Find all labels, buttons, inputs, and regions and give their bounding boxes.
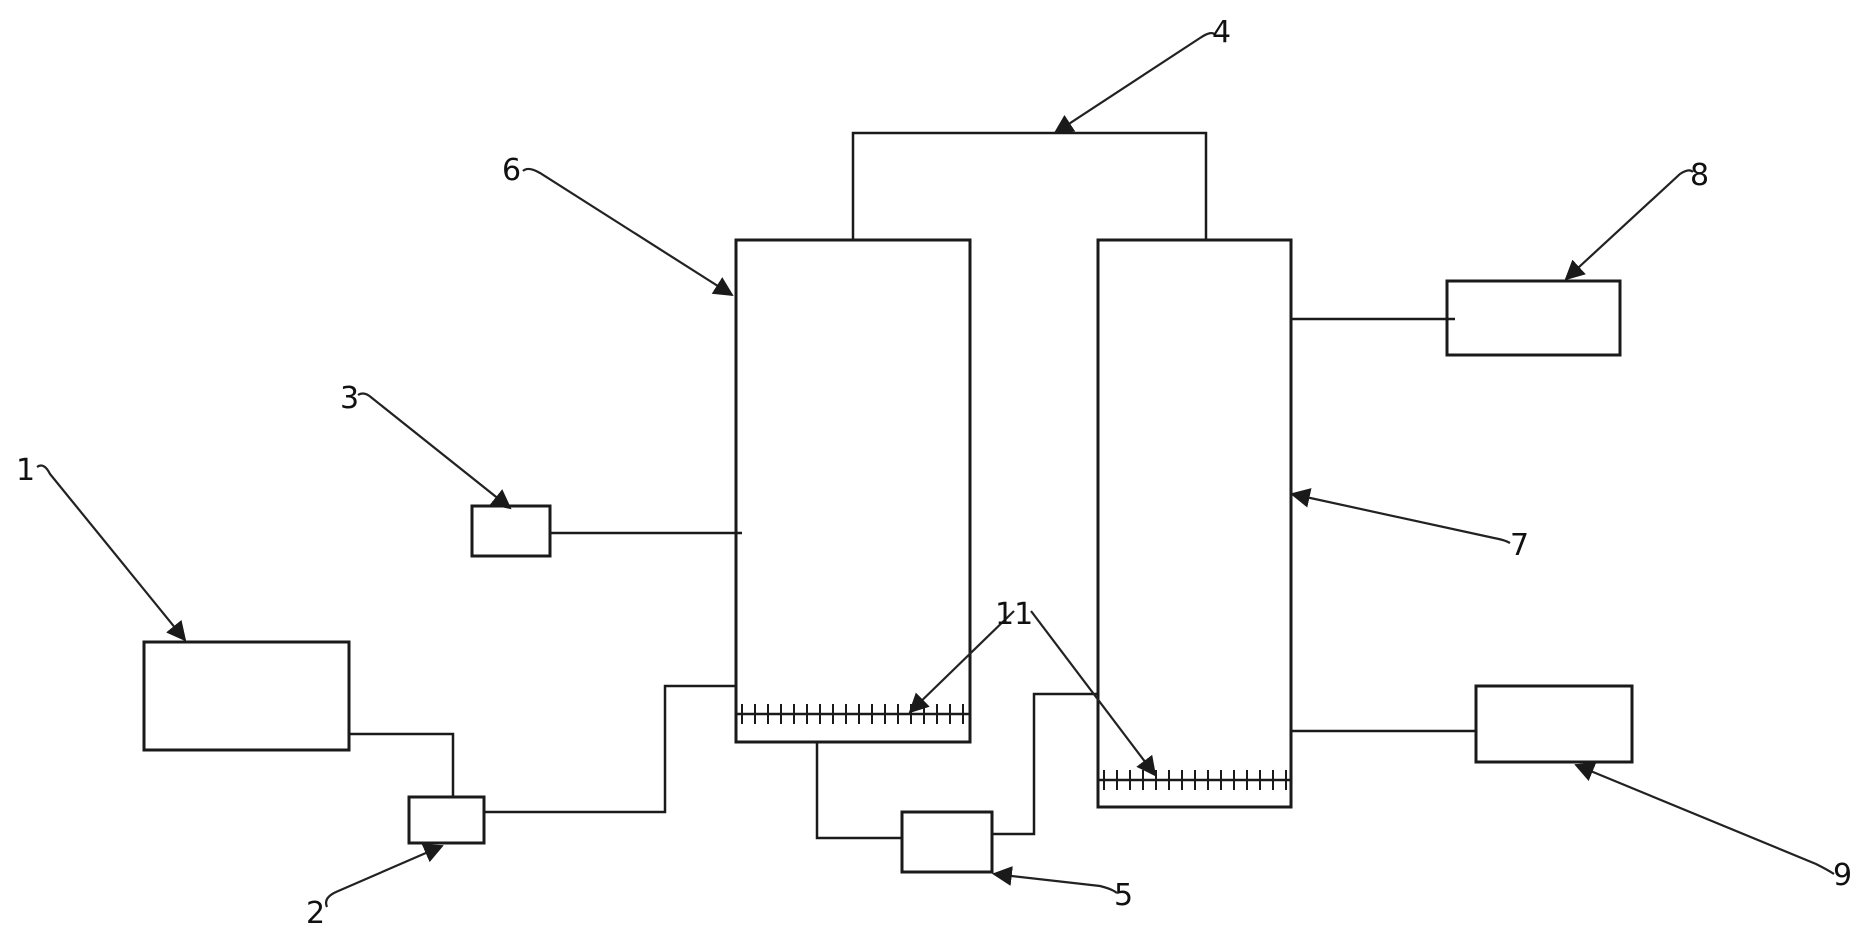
column-6 xyxy=(734,238,972,744)
leader-line-11-right xyxy=(1030,610,1157,777)
leader-line-8 xyxy=(1564,169,1694,281)
label-4: 4 xyxy=(1212,15,1231,50)
label-9: 9 xyxy=(1833,858,1852,893)
leader-line-9 xyxy=(1574,762,1835,875)
leader-line-6 xyxy=(522,167,734,297)
component-3-box xyxy=(470,504,552,558)
pipe-2-to-column-6 xyxy=(484,684,736,814)
component-2-box xyxy=(407,795,486,845)
leader-line-7 xyxy=(1290,488,1511,544)
leader-line-2 xyxy=(324,844,444,908)
leader-line-1 xyxy=(36,464,187,642)
connection-pipe-4 xyxy=(851,131,1208,240)
component-1-box xyxy=(142,640,351,752)
distribution-plate-ticks-6 xyxy=(741,704,964,724)
pipe-column-6-to-5 xyxy=(815,742,902,840)
label-3: 3 xyxy=(340,381,359,416)
pipe-5-to-column-7 xyxy=(992,692,1098,836)
column-7 xyxy=(1096,238,1293,809)
component-8-box xyxy=(1445,279,1622,357)
leader-line-11-left xyxy=(908,610,1015,714)
component-9-box xyxy=(1474,684,1634,764)
label-8: 8 xyxy=(1690,158,1709,193)
distribution-plate-ticks-7 xyxy=(1103,770,1287,790)
label-11: 11 xyxy=(995,597,1033,632)
pipe-1-to-2 xyxy=(349,732,455,797)
label-5: 5 xyxy=(1114,878,1133,913)
label-7: 7 xyxy=(1510,528,1529,563)
label-1: 1 xyxy=(16,453,35,488)
leader-line-5 xyxy=(992,866,1118,894)
component-5-box xyxy=(900,810,994,874)
leader-line-3 xyxy=(357,392,512,510)
leader-line-4 xyxy=(1053,31,1216,135)
label-6: 6 xyxy=(502,153,521,188)
label-2: 2 xyxy=(306,896,325,931)
